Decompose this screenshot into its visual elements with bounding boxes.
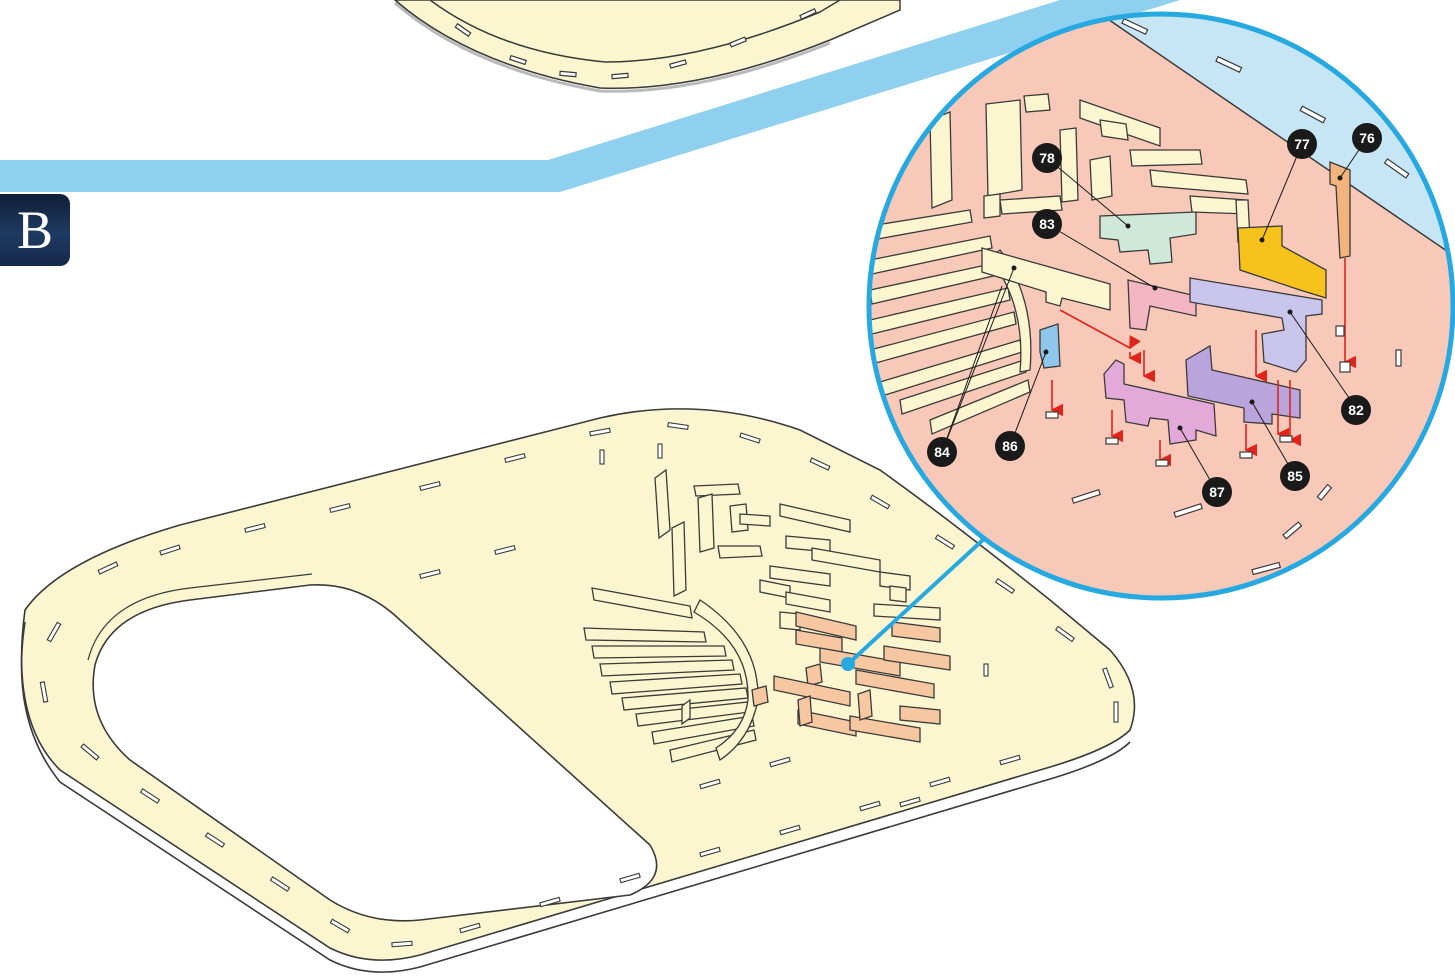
callout-83: 83 xyxy=(1032,209,1062,239)
callout-77: 77 xyxy=(1287,129,1317,159)
svg-text:85: 85 xyxy=(1287,468,1303,484)
callout-84: 84 xyxy=(927,437,957,467)
callout-78: 78 xyxy=(1032,143,1062,173)
callout-82: 82 xyxy=(1341,395,1371,425)
callout-85: 85 xyxy=(1280,461,1310,491)
part-86 xyxy=(1040,324,1060,368)
svg-text:76: 76 xyxy=(1359,130,1375,146)
svg-text:78: 78 xyxy=(1039,150,1055,166)
svg-text:82: 82 xyxy=(1348,402,1364,418)
callout-86: 86 xyxy=(995,431,1025,461)
svg-text:83: 83 xyxy=(1039,216,1055,232)
step-label-badge: B xyxy=(0,194,70,266)
svg-text:87: 87 xyxy=(1209,484,1225,500)
svg-text:86: 86 xyxy=(1002,438,1018,454)
callout-76: 76 xyxy=(1352,123,1382,153)
svg-text:84: 84 xyxy=(934,444,950,460)
svg-text:77: 77 xyxy=(1294,136,1310,152)
callout-87: 87 xyxy=(1202,477,1232,507)
